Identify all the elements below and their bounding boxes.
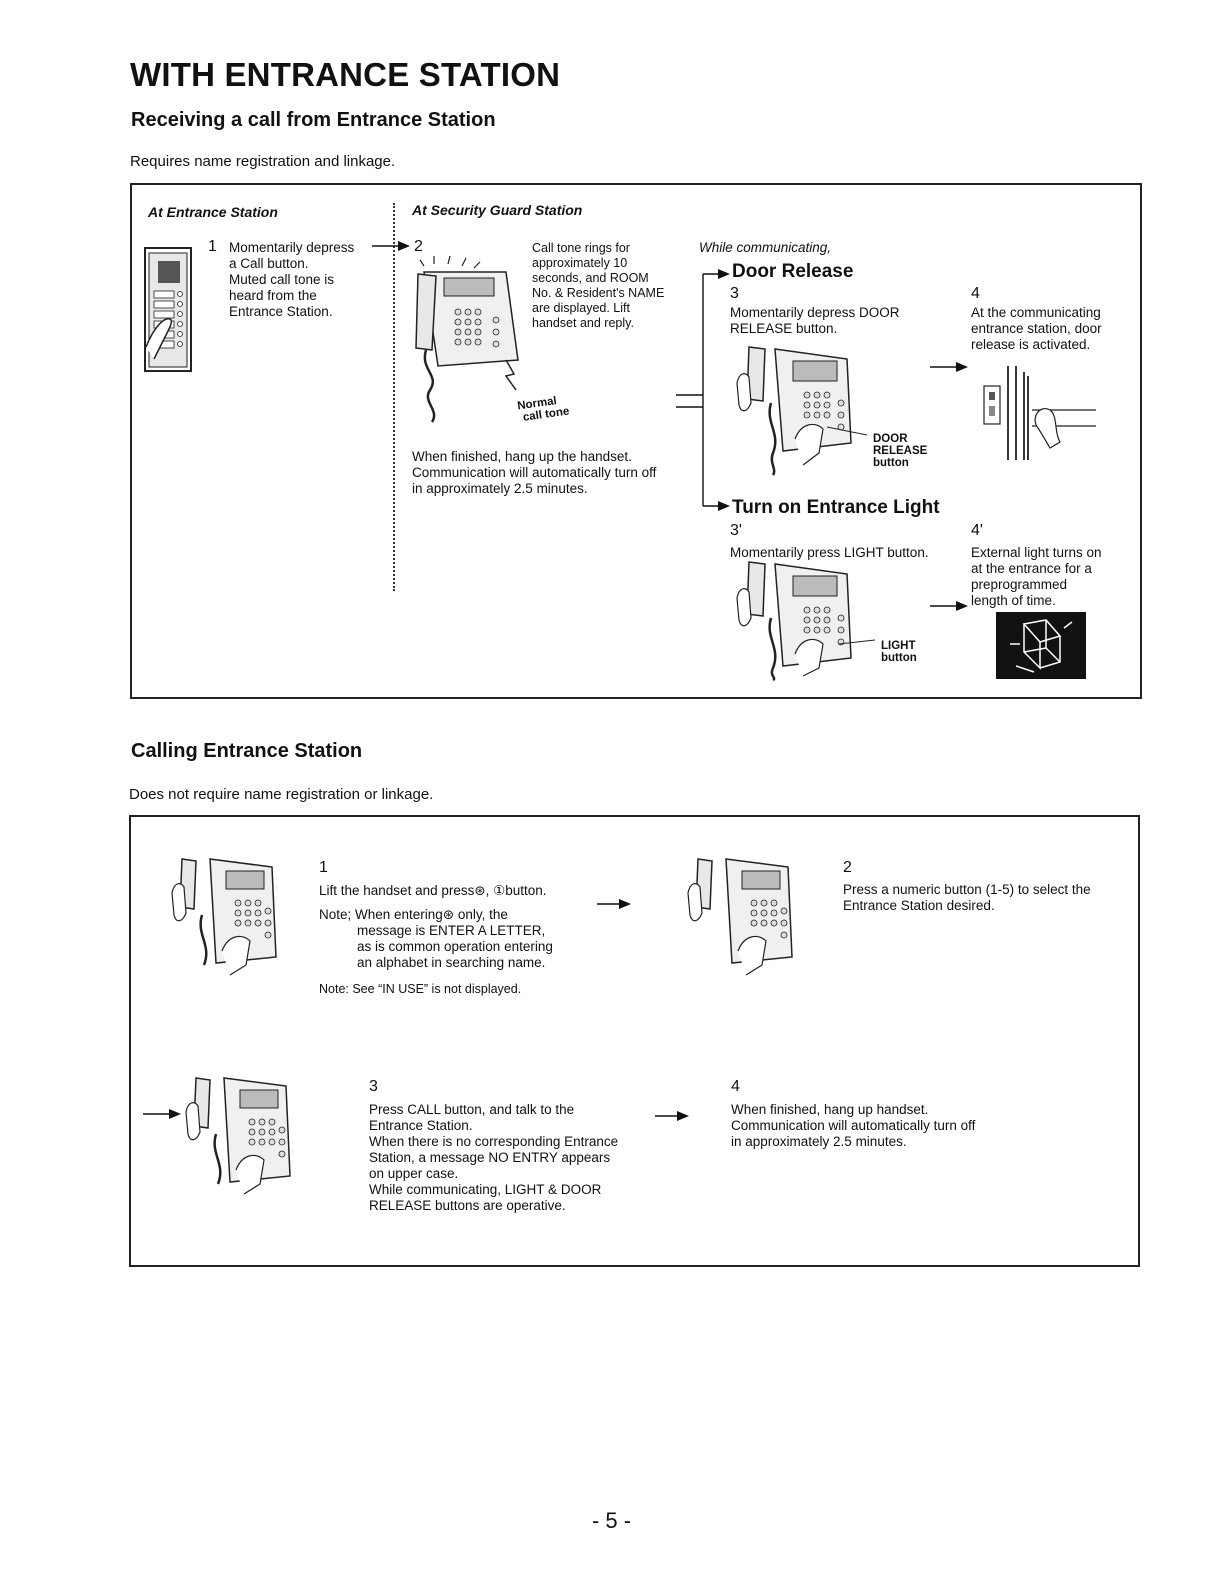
column-divider xyxy=(393,203,395,591)
door-release-button-label: DOOR RELEASE button xyxy=(873,433,928,469)
door-step4-text: At the communicating entrance station, d… xyxy=(971,305,1102,352)
arrow-icon xyxy=(372,241,410,251)
arrow-icon xyxy=(930,601,968,611)
receiving-heading: Receiving a call from Entrance Station xyxy=(131,109,496,131)
receiving-intro: Requires name registration and linkage. xyxy=(130,153,396,170)
calling-step1-note: Note; When entering⊛ only, the message i… xyxy=(319,907,553,970)
branch-bracket xyxy=(676,269,730,511)
calling-intro: Does not require name registration or li… xyxy=(129,786,434,803)
arrow-icon xyxy=(930,362,968,372)
guard-station-phone-icon xyxy=(415,255,519,423)
door-step3-text: Momentarily depress DOOR RELEASE button. xyxy=(730,305,900,336)
col-entrance-header: At Entrance Station xyxy=(148,204,278,220)
calling-box xyxy=(129,815,1140,1267)
while-communicating: While communicating, xyxy=(699,240,832,255)
page-number: - 5 - xyxy=(591,1508,632,1533)
calling-step1-text: Lift the handset and press⊛, ①button. xyxy=(319,883,547,898)
light-step4-text: External light turns on at the entrance … xyxy=(971,545,1102,608)
calling-step3-number: 3 xyxy=(369,1078,378,1095)
arrow-icon xyxy=(597,899,631,909)
phone-handset-icon xyxy=(171,858,277,976)
step2-text: Call tone rings for approximately 10 sec… xyxy=(532,241,665,330)
light-step4-number: 4' xyxy=(971,522,983,539)
calling-step1-number: 1 xyxy=(319,859,328,876)
light-step3-text: Momentarily press LIGHT button. xyxy=(730,545,929,560)
calling-step3-text: Press CALL button, and talk to the Entra… xyxy=(369,1102,619,1213)
calling-heading: Calling Entrance Station xyxy=(131,740,363,762)
step2-number: 2 xyxy=(414,238,423,255)
entrance-panel-icon xyxy=(144,247,192,372)
light-button-label: LIGHT button xyxy=(881,640,917,664)
light-icon xyxy=(996,612,1086,679)
door-release-heading: Door Release xyxy=(732,261,854,282)
step1-text: Momentarily depress a Call button. Muted… xyxy=(229,240,355,319)
calling-step2-number: 2 xyxy=(843,859,852,876)
page-title: WITH ENTRANCE STATION xyxy=(130,56,561,93)
calling-step2-text: Press a numeric button (1-5) to select t… xyxy=(843,882,1091,913)
light-heading: Turn on Entrance Light xyxy=(732,497,940,518)
door-step4-number: 4 xyxy=(971,285,980,302)
light-step3-number: 3' xyxy=(730,522,742,539)
phone-handset-icon xyxy=(736,346,868,476)
phone-handset-icon xyxy=(687,858,793,976)
receiving-box xyxy=(130,183,1142,699)
phone-handset-icon xyxy=(736,561,876,682)
finish-text: When finished, hang up the handset. Comm… xyxy=(412,449,657,496)
calling-step1-note2: Note: See “IN USE” is not displayed. xyxy=(319,982,522,996)
col-guard-header: At Security Guard Station xyxy=(412,202,583,218)
arrow-icon xyxy=(143,1109,181,1119)
calling-step4-number: 4 xyxy=(731,1078,740,1095)
step1-number: 1 xyxy=(208,238,217,255)
door-step3-number: 3 xyxy=(730,285,739,302)
arrow-icon xyxy=(655,1111,689,1121)
door-icon xyxy=(983,366,1096,460)
calling-step4-text: When finished, hang up handset. Communic… xyxy=(731,1102,976,1149)
phone-handset-icon xyxy=(185,1077,291,1195)
